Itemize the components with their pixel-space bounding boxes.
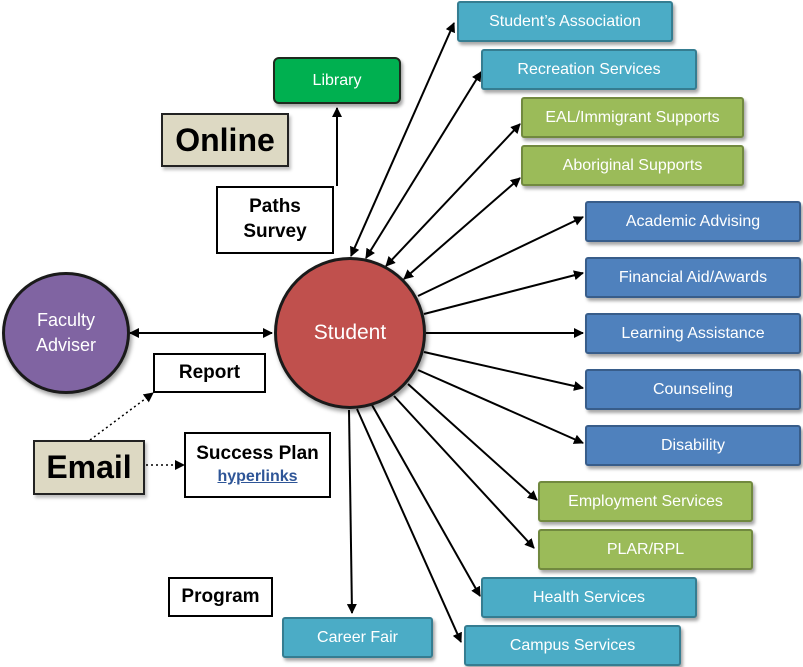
success-plan-title: Success Plan — [196, 443, 319, 465]
arrow-campus-services — [356, 408, 462, 643]
academic-advising-box[interactable]: Academic Advising — [585, 201, 801, 242]
faculty-adviser-node[interactable]: Faculty Adviser — [2, 272, 130, 394]
email-label: Email — [46, 449, 132, 485]
report-label: Report — [178, 361, 241, 383]
eal-immigrant-supports-label: EAL/Immigrant Supports — [545, 108, 720, 126]
campus-services-label: Campus Services — [509, 636, 636, 654]
health-services-label: Health Services — [532, 588, 646, 606]
arrow-email-report — [89, 392, 154, 441]
career-fair-box[interactable]: Career Fair — [282, 617, 433, 658]
arrow-aboriginal-supports — [403, 177, 521, 280]
aboriginal-supports-label: Aboriginal Supports — [562, 156, 703, 174]
employment-services-label: Employment Services — [568, 492, 723, 510]
health-services-box[interactable]: Health Services — [481, 577, 697, 618]
counseling-label: Counseling — [652, 380, 734, 398]
employment-services-box[interactable]: Employment Services — [538, 481, 753, 522]
library-label: Library — [312, 71, 362, 89]
financial-aid-awards-label: Financial Aid/Awards — [618, 268, 768, 286]
arrow-employment-services — [407, 383, 538, 501]
recreation-services-label: Recreation Services — [517, 60, 661, 78]
program-label: Program — [181, 585, 260, 607]
financial-aid-awards-box[interactable]: Financial Aid/Awards — [585, 257, 801, 298]
online-label: Online — [175, 121, 275, 158]
arrow-career-fair — [346, 409, 357, 614]
paths-survey-box[interactable]: Paths Survey — [216, 186, 334, 254]
report-box[interactable]: Report — [153, 353, 266, 393]
email-tag: Email — [33, 440, 145, 495]
counseling-box[interactable]: Counseling — [585, 369, 801, 410]
library-box[interactable]: Library — [273, 57, 401, 104]
career-fair-label: Career Fair — [317, 628, 398, 646]
disability-label: Disability — [660, 436, 725, 454]
student-label: Student — [313, 321, 387, 344]
arrow-academic-advising — [417, 216, 584, 297]
arrow-health-services — [371, 404, 481, 597]
plar-rpl-box[interactable]: PLAR/RPL — [538, 529, 753, 570]
program-box[interactable]: Program — [168, 577, 273, 617]
hyperlinks-link[interactable]: hyperlinks — [217, 467, 298, 485]
students-association-box[interactable]: Student’s Association — [457, 1, 673, 42]
student-node[interactable]: Student — [274, 257, 426, 409]
arrow-counseling — [423, 351, 584, 391]
eal-immigrant-supports-box[interactable]: EAL/Immigrant Supports — [521, 97, 744, 138]
disability-box[interactable]: Disability — [585, 425, 801, 466]
paths-survey-line2: Survey — [243, 221, 307, 242]
aboriginal-supports-box[interactable]: Aboriginal Supports — [521, 145, 744, 186]
recreation-services-box[interactable]: Recreation Services — [481, 49, 697, 90]
arrow-plar-rpl — [393, 395, 535, 549]
academic-advising-label: Academic Advising — [625, 212, 761, 230]
faculty-adviser-label: Faculty Adviser — [35, 309, 97, 355]
success-plan-box[interactable]: Success Plan hyperlinks — [184, 432, 331, 498]
students-association-label: Student’s Association — [489, 12, 641, 30]
paths-survey-line1: Paths — [249, 196, 301, 218]
learning-assistance-label: Learning Assistance — [621, 324, 765, 342]
arrow-financial-aid — [423, 270, 584, 315]
online-tag: Online — [161, 113, 289, 167]
learning-assistance-box[interactable]: Learning Assistance — [585, 313, 801, 354]
plar-rpl-label: PLAR/RPL — [606, 540, 685, 558]
arrow-disability — [417, 369, 584, 444]
campus-services-box[interactable]: Campus Services — [464, 625, 681, 666]
